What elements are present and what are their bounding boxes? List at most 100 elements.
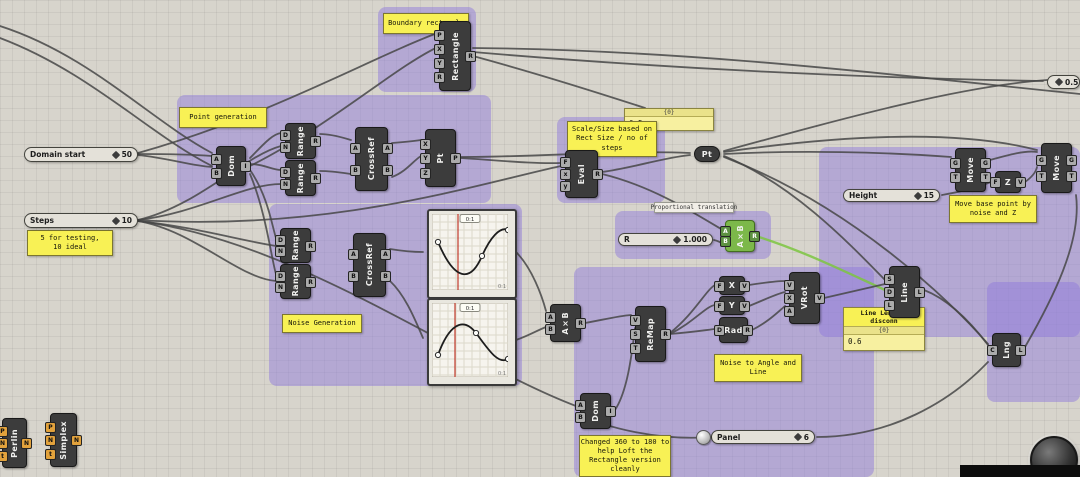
- input-nub-P[interactable]: P: [434, 30, 445, 41]
- output-nub-N[interactable]: N: [71, 435, 82, 446]
- note-proportional-translation[interactable]: Proportional translation: [651, 202, 737, 213]
- input-nub-X[interactable]: X: [784, 293, 795, 304]
- input-nub-A[interactable]: A: [575, 400, 586, 411]
- slider-handle[interactable]: [111, 150, 120, 159]
- input-nub-y[interactable]: y: [560, 181, 571, 192]
- output-nub-R[interactable]: R: [310, 173, 321, 184]
- input-nub-D[interactable]: D: [714, 325, 725, 336]
- input-nub-t[interactable]: t: [45, 449, 56, 460]
- input-nub-B[interactable]: B: [211, 168, 222, 179]
- slider-handle[interactable]: [673, 235, 682, 244]
- output-nub-B[interactable]: B: [380, 271, 391, 282]
- curve-grip[interactable]: [478, 252, 486, 260]
- output-nub-A[interactable]: A: [382, 143, 393, 154]
- input-nub-D[interactable]: D: [280, 167, 291, 178]
- input-nub-G[interactable]: G: [950, 158, 961, 169]
- note-move-base-point[interactable]: Move base point by noise and Z: [949, 195, 1037, 223]
- input-nub-G[interactable]: G: [1036, 155, 1047, 166]
- input-nub-B[interactable]: B: [545, 324, 556, 335]
- input-nub-X[interactable]: X: [420, 139, 431, 150]
- curve-grip[interactable]: [504, 226, 508, 234]
- curve-grip[interactable]: [434, 238, 442, 246]
- input-nub-S[interactable]: S: [884, 274, 895, 285]
- input-nub-S[interactable]: S: [630, 329, 641, 340]
- input-nub-B[interactable]: B: [348, 271, 359, 282]
- input-nub-P[interactable]: P: [45, 422, 56, 433]
- output-nub-V[interactable]: V: [739, 301, 750, 312]
- note-changed-360[interactable]: Changed 360 to 180 to help Loft the Rect…: [579, 435, 671, 477]
- input-nub-x[interactable]: x: [560, 169, 571, 180]
- output-nub-V[interactable]: V: [1015, 177, 1026, 188]
- point-parameter-ball[interactable]: [696, 430, 711, 445]
- output-nub-R[interactable]: R: [660, 329, 671, 340]
- output-nub-L[interactable]: L: [914, 287, 925, 298]
- input-nub-N[interactable]: N: [280, 179, 291, 190]
- output-nub-L[interactable]: L: [1015, 345, 1026, 356]
- input-nub-D[interactable]: D: [884, 287, 895, 298]
- output-nub-P[interactable]: P: [450, 153, 461, 164]
- input-nub-Y[interactable]: Y: [434, 58, 445, 69]
- input-nub-R[interactable]: R: [434, 72, 445, 83]
- input-nub-T[interactable]: T: [1036, 171, 1047, 182]
- output-nub-G[interactable]: G: [980, 158, 991, 169]
- input-nub-N[interactable]: N: [0, 438, 8, 449]
- output-nub-I[interactable]: I: [605, 406, 616, 417]
- input-nub-P[interactable]: P: [0, 426, 8, 437]
- slider-handle[interactable]: [111, 216, 120, 225]
- output-nub-N[interactable]: N: [21, 438, 32, 449]
- input-nub-Z[interactable]: Z: [420, 168, 431, 179]
- input-nub-D[interactable]: D: [275, 271, 286, 282]
- output-nub-G[interactable]: G: [1066, 155, 1077, 166]
- input-nub-N[interactable]: N: [45, 435, 56, 446]
- slider-handle[interactable]: [793, 432, 803, 442]
- input-nub-F[interactable]: F: [990, 177, 1001, 188]
- input-nub-F[interactable]: F: [714, 281, 725, 292]
- input-nub-N[interactable]: N: [280, 142, 291, 153]
- component-pt-param[interactable]: Pt: [694, 146, 720, 162]
- input-nub-A[interactable]: A: [350, 143, 361, 154]
- graph-mapper-plot[interactable]: 0:10:1: [432, 303, 508, 377]
- curve-grip[interactable]: [434, 351, 442, 359]
- input-nub-F[interactable]: F: [560, 157, 571, 168]
- note-noise-to-angle[interactable]: Noise to Angle and Line: [714, 354, 802, 382]
- input-nub-X[interactable]: X: [434, 44, 445, 55]
- output-nub-R[interactable]: R: [742, 325, 753, 336]
- input-nub-T[interactable]: T: [630, 343, 641, 354]
- output-nub-V[interactable]: V: [814, 293, 825, 304]
- input-nub-B[interactable]: B: [575, 412, 586, 423]
- input-nub-B[interactable]: B: [720, 236, 731, 247]
- curve-grip[interactable]: [504, 355, 508, 363]
- input-nub-V[interactable]: V: [630, 315, 641, 326]
- output-nub-A[interactable]: A: [380, 249, 391, 260]
- input-nub-B[interactable]: B: [350, 165, 361, 176]
- input-nub-A[interactable]: A: [784, 306, 795, 317]
- output-nub-R[interactable]: R: [310, 136, 321, 147]
- slider-handle[interactable]: [913, 191, 922, 200]
- input-nub-D[interactable]: D: [280, 130, 291, 141]
- input-nub-T[interactable]: T: [950, 172, 961, 183]
- input-nub-L[interactable]: L: [884, 300, 895, 311]
